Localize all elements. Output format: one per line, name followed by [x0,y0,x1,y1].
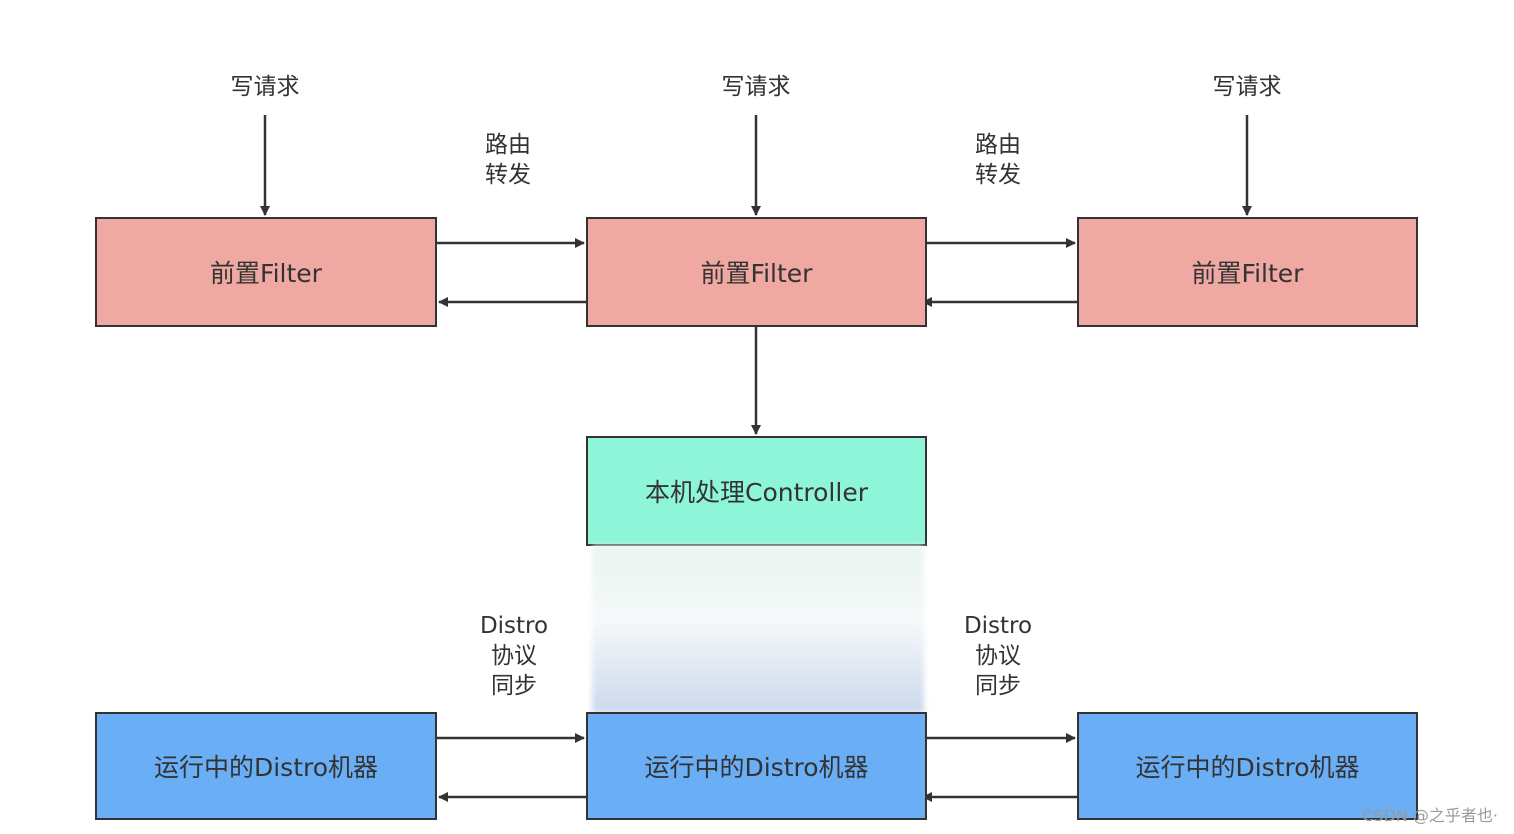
controller-box: 本机处理Controller [586,436,927,546]
distro-sync-label-left: Distro 协议 同步 [479,613,549,699]
controller-label: 本机处理Controller [645,478,868,507]
routing-label-right: 路由 转发 [975,132,1021,188]
filter-box-middle: 前置Filter [586,217,927,327]
filter-box-right-label: 前置Filter [1191,259,1304,288]
request-label-middle: 写请求 [721,74,791,100]
distro-sync-label-right: Distro 协议 同步 [963,613,1033,699]
routing-label-left: 路由 转发 [485,132,531,188]
request-label-right: 写请求 [1212,74,1282,100]
watermark: CSDN @之乎者也· [1362,806,1498,825]
blurred-region [592,545,924,713]
filter-box-left-label: 前置Filter [210,259,322,288]
distro-node-middle: 运行中的Distro机器 [586,712,927,820]
filter-box-left: 前置Filter [95,217,437,327]
distro-node-right: 运行中的Distro机器 [1077,712,1418,820]
distro-node-left-label: 运行中的Distro机器 [153,753,379,782]
distro-node-right-label: 运行中的Distro机器 [1135,753,1360,782]
filter-box-right: 前置Filter [1077,217,1418,327]
distro-node-middle-label: 运行中的Distro机器 [644,753,869,782]
request-label-left: 写请求 [230,74,300,100]
distro-node-left: 运行中的Distro机器 [95,712,437,820]
filter-box-middle-label: 前置Filter [700,259,813,288]
